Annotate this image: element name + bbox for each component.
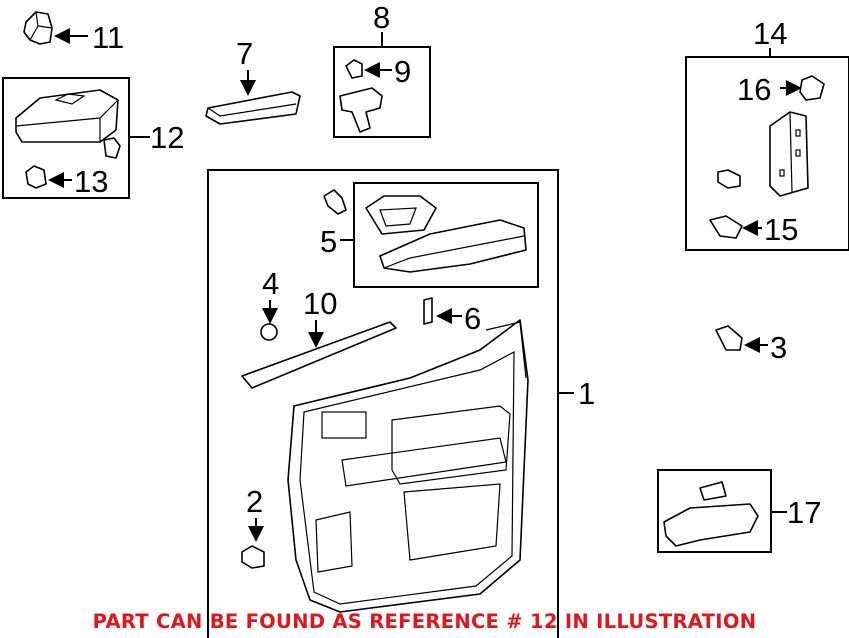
- part-17-bezel[interactable]: [663, 481, 759, 547]
- callout-4: 4: [262, 266, 279, 301]
- callout-6: 6: [464, 301, 481, 336]
- part-6-bolt[interactable]: [423, 297, 433, 325]
- part-4-clip[interactable]: [260, 323, 278, 341]
- callout-11: 11: [92, 20, 124, 55]
- callout-9: 9: [394, 54, 411, 89]
- part-15-clip[interactable]: [709, 215, 743, 239]
- callout-2: 2: [246, 484, 263, 519]
- part-12-small-clip[interactable]: [103, 137, 121, 159]
- callout-1: 1: [578, 376, 595, 411]
- group-box-12: [2, 77, 130, 199]
- group-box-1: [207, 169, 559, 638]
- part-2-clip[interactable]: [241, 545, 265, 569]
- callout-17: 17: [787, 495, 821, 530]
- part-5-screw[interactable]: [323, 189, 347, 215]
- part-1-door-panel[interactable]: [287, 319, 529, 613]
- group-box-8: [333, 46, 431, 138]
- part-16-clip[interactable]: [799, 75, 825, 101]
- part-3-clip[interactable]: [715, 325, 743, 351]
- callout-8: 8: [373, 0, 390, 35]
- part-8-bracket[interactable]: [339, 87, 383, 133]
- callout-3: 3: [770, 330, 787, 365]
- part-14-screw[interactable]: [717, 169, 741, 189]
- callout-12: 12: [150, 120, 184, 155]
- part-14-bracket[interactable]: [769, 111, 809, 197]
- callout-13: 13: [74, 164, 108, 199]
- group-box-5: [353, 182, 539, 288]
- part-5-armrest[interactable]: [379, 219, 527, 273]
- part-12-cover[interactable]: [15, 89, 119, 143]
- callout-15: 15: [764, 212, 798, 247]
- group-box-14: [685, 56, 849, 251]
- part-5-switch-bezel[interactable]: [365, 195, 437, 235]
- part-13-clip[interactable]: [25, 165, 47, 189]
- callout-16: 16: [737, 72, 771, 107]
- part-10-molding[interactable]: [241, 321, 397, 389]
- callout-7: 7: [236, 36, 253, 71]
- callout-5: 5: [320, 224, 337, 259]
- callout-10: 10: [303, 286, 337, 321]
- part-9-clip[interactable]: [345, 59, 363, 79]
- callout-14: 14: [753, 16, 787, 51]
- part-7-trim[interactable]: [205, 91, 301, 125]
- part-11-clip[interactable]: [23, 11, 53, 45]
- reference-note: PART CAN BE FOUND AS REFERENCE # 12 IN I…: [92, 610, 757, 633]
